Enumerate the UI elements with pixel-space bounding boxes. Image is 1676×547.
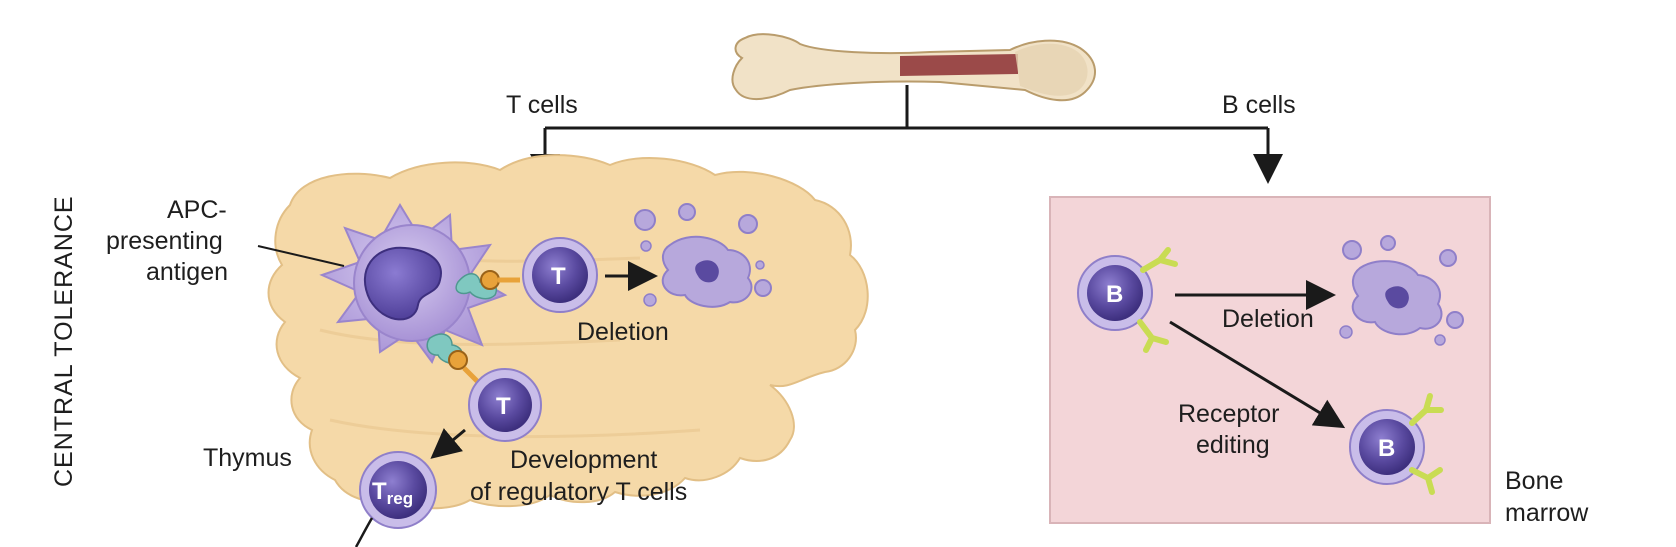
editing-label-1: Receptor [1178, 400, 1279, 428]
b-cell-edited [1349, 393, 1444, 495]
receptor-editing-arrow [1169, 320, 1346, 429]
treg-cell [359, 451, 437, 529]
mhc-tcr-complex-lower [426, 333, 480, 384]
t-cells-label: T cells [506, 91, 578, 119]
apc-pointer-line [257, 245, 345, 267]
t-cell-upper-letter: T [551, 263, 566, 290]
development-label-2: of regulatory T cells [470, 478, 687, 506]
thymus-deletion-label: Deletion [577, 318, 669, 346]
t-cell-lower [468, 368, 542, 442]
bone-marrow-label-1: Bone [1505, 467, 1563, 495]
branch-connectors [530, 85, 1283, 184]
bone-marrow-label-2: marrow [1505, 499, 1589, 527]
apoptotic-cell-thymus [634, 203, 772, 308]
apc-label-2: presenting [106, 227, 223, 255]
b-cell-immature [1077, 247, 1178, 353]
t-cell-lower-letter: T [496, 393, 511, 420]
b-cell-edited-letter: B [1378, 435, 1395, 462]
editing-label-2: editing [1196, 431, 1270, 459]
apoptotic-cell-marrow [1339, 235, 1464, 346]
bone-illustration [731, 33, 1096, 102]
b-cells-label: B cells [1222, 91, 1296, 119]
apc-label-3: antigen [146, 258, 228, 286]
development-label-1: Development [510, 446, 657, 474]
treg-letter-main: T [372, 478, 387, 505]
treg-exit-line [354, 517, 374, 547]
b-cell-immature-letter: B [1106, 281, 1123, 308]
treg-letter-sub: reg [387, 489, 413, 508]
treg-development-arrow [430, 428, 466, 459]
thymus-label: Thymus [203, 444, 292, 472]
marrow-deletion-label: Deletion [1222, 305, 1314, 333]
side-title: CENTRAL TOLERANCE [50, 195, 78, 487]
apc-label-1: APC- [167, 196, 227, 224]
t-cell-upper [522, 237, 598, 313]
treg-letter: Treg [372, 478, 413, 508]
mhc-tcr-complex-upper [455, 270, 520, 300]
